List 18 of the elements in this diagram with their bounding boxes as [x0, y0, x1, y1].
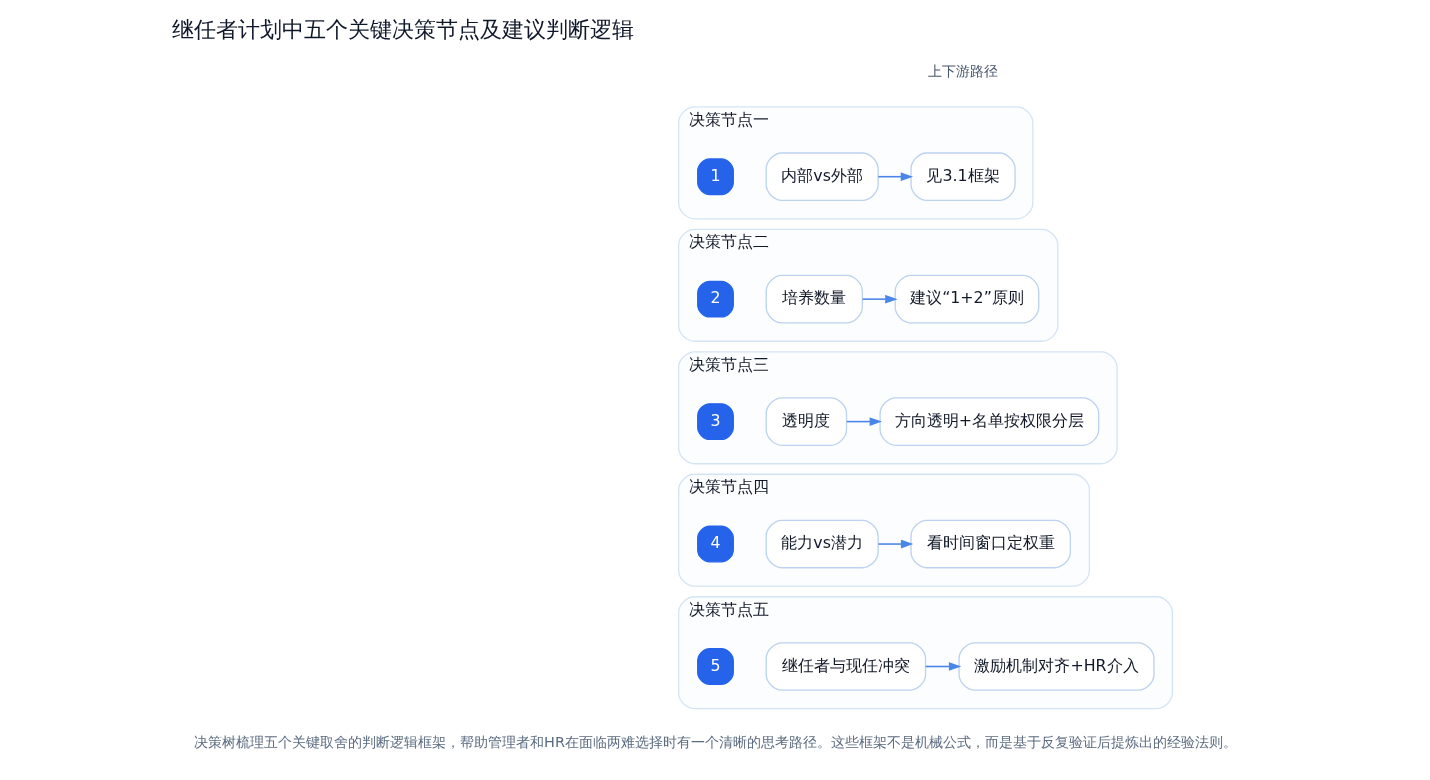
arrow [845, 417, 882, 426]
node-box: 能力vs潜力 [765, 519, 879, 569]
node-box: 内部vs外部 [765, 152, 879, 202]
node-box: 看时间窗口定权重 [909, 519, 1071, 569]
node-box: 激励机制对齐+HR介入 [957, 642, 1155, 691]
label: 上下游路径 [927, 63, 998, 80]
node-box: 方向透明+名单按权限分层 [878, 397, 1099, 446]
node-box: 见3.1框架 [909, 152, 1016, 202]
node-box: 继任者与现任冲突 [765, 642, 926, 691]
arrow [877, 539, 913, 549]
arrow [861, 294, 898, 304]
node-box: 透明度 [765, 397, 847, 446]
caption: 决策树梳理五个关键取舍的判断逻辑框架，帮助管理者和HR在面临两难选择时有一个清晰的思考路径。这些框架不是机械公式，而是基于反复验证后提炼出的经验法则。 [193, 733, 1237, 750]
diagram-title: 继任者计划中五个关键决策节点及建议判断逻辑 [171, 15, 634, 42]
arrow [924, 662, 961, 671]
node-box: 建议“1+2”原则 [894, 274, 1039, 324]
arrow [877, 172, 913, 182]
node-box: 培养数量 [765, 274, 863, 324]
